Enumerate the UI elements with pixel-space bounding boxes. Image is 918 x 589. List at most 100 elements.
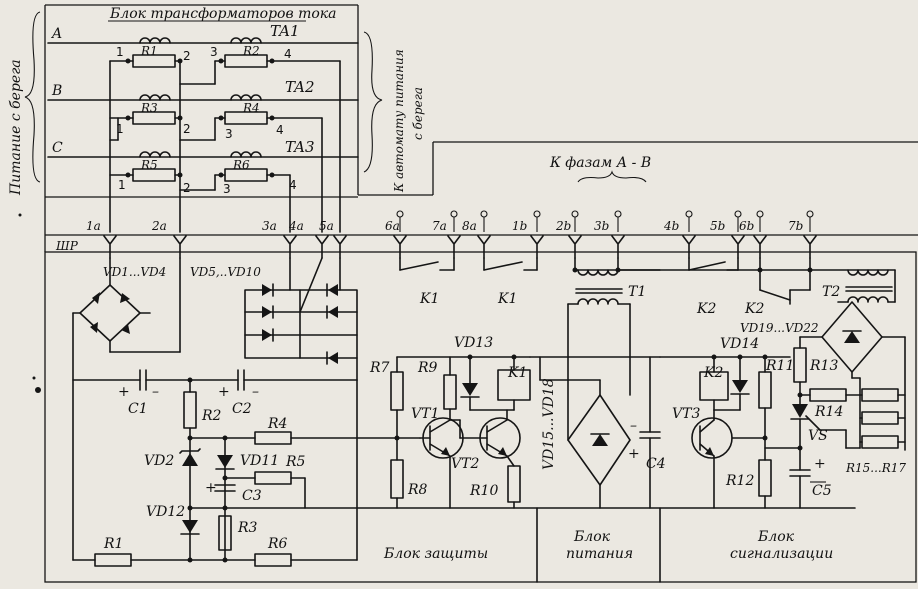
vt2-label: VT2 [451, 456, 479, 472]
svg-text:3: 3 [210, 45, 218, 59]
resistor-r10 [507, 465, 521, 503]
r13-label: R13 [809, 358, 838, 374]
k2-contact-label-1: K2 [696, 301, 716, 317]
resistor-r11 [758, 371, 772, 409]
protection-block-label: Блок защиты [383, 546, 488, 562]
svg-text:+: + [205, 480, 217, 496]
svg-text:3: 3 [223, 182, 231, 196]
svg-text:1: 1 [116, 45, 124, 59]
vd15-18-label: VD15...VD18 [541, 378, 557, 470]
phases-brace [577, 170, 647, 183]
svg-text:2: 2 [183, 181, 191, 195]
r4-sig-label: R4 [267, 416, 287, 432]
to-phases-label: К фазам А - В [549, 155, 651, 171]
ct-ta1 [109, 37, 341, 68]
bridge-vd1-vd4 [72, 257, 181, 561]
diodes-vd5-vd10 [244, 257, 358, 381]
zener-vd2 [182, 453, 198, 466]
ct-ta3 [109, 151, 291, 182]
svg-text:–: – [152, 384, 159, 400]
svg-text:1b: 1b [512, 219, 527, 233]
power-block-label-1: Блок [573, 529, 611, 545]
r2-sig-label: R2 [201, 408, 222, 424]
to-breaker-line2: с берега [411, 87, 425, 140]
r1-sig-label: R1 [103, 536, 123, 552]
phase-c-label: C [52, 140, 63, 156]
svg-text:+: + [218, 384, 230, 400]
svg-text:7a: 7a [432, 219, 447, 233]
svg-text:3a: 3a [262, 219, 277, 233]
r5-label: R5 [140, 158, 158, 172]
k2-coil-label: K2 [703, 365, 723, 381]
r2-label: R2 [242, 44, 260, 58]
upper-terminals [396, 210, 814, 232]
svg-text:+: + [118, 384, 130, 400]
resistor-r1 [94, 553, 132, 567]
svg-text:1: 1 [118, 178, 126, 192]
vd12-label: VD12 [146, 504, 185, 520]
resistors-r15-r17 [819, 377, 906, 449]
resistor-r8 [390, 459, 404, 499]
k2-contact-label-2: K2 [744, 301, 764, 317]
svg-text:1: 1 [116, 122, 124, 136]
supply-brace [24, 11, 41, 183]
r8-label: R8 [407, 482, 428, 498]
breaker-brace [363, 31, 383, 173]
transformer-t2 [617, 267, 896, 303]
connector-plugs [103, 235, 817, 259]
k1-contact-label-2: K1 [497, 291, 517, 307]
phase-b-label: B [51, 83, 62, 99]
vd1-4-label: VD1...VD4 [103, 265, 166, 279]
r7-label: R7 [369, 360, 390, 376]
resistor-r13 [793, 347, 807, 383]
ta2-label: TA2 [285, 78, 315, 96]
resistor-r3 [218, 515, 232, 551]
vd19-22-label: VD19...VD22 [740, 321, 819, 335]
svg-text:1a: 1a [86, 219, 101, 233]
vd13-label: VD13 [454, 335, 493, 351]
r3-sig-label: R3 [237, 520, 258, 536]
svg-text:2a: 2a [151, 219, 167, 233]
diode-vd14 [732, 380, 748, 393]
vd2-label: VD2 [144, 453, 174, 469]
ct-block-title: Блок трансформаторов тока [109, 6, 337, 22]
vt3-label: VT3 [672, 406, 700, 422]
svg-text:+: + [628, 446, 640, 462]
vd5-10-label: VD5,..VD10 [190, 265, 261, 279]
ct-ta2 [109, 94, 323, 125]
svg-text:4: 4 [284, 47, 292, 61]
svg-text:2: 2 [183, 49, 191, 63]
ct-wiring [109, 60, 341, 233]
svg-text:4a: 4a [288, 219, 304, 233]
signal-block-label-2: сигнализации [730, 546, 833, 562]
svg-text:4: 4 [276, 123, 284, 137]
resistor-r9 [443, 374, 457, 410]
svg-text:2: 2 [183, 122, 191, 136]
svg-text:6b: 6b [739, 219, 754, 233]
svg-text:5a: 5a [319, 219, 334, 233]
power-block-label-2: питания [566, 546, 633, 562]
svg-text:3: 3 [225, 127, 233, 141]
t1-label: T1 [628, 284, 646, 300]
svg-text:+: + [814, 456, 826, 472]
c1-label: C1 [128, 401, 148, 417]
k1-coil-label: K1 [507, 365, 527, 381]
resistor-r4 [254, 431, 292, 445]
svg-text:6a: 6a [385, 219, 400, 233]
svg-text:5b: 5b [710, 219, 725, 233]
r15-17-label: R15...R17 [845, 461, 906, 475]
r3-label: R3 [140, 101, 158, 115]
resistor-r12 [758, 459, 772, 497]
svg-text:3b: 3b [594, 219, 609, 233]
r9-label: R9 [417, 360, 438, 376]
r10-label: R10 [469, 483, 498, 499]
resistor-r6 [254, 553, 292, 567]
to-breaker-line1: К автомату питания [392, 49, 406, 193]
t2-label: T2 [822, 284, 840, 300]
vs-label: VS [808, 428, 828, 444]
r6-label: R6 [232, 158, 250, 172]
ct-block [44, 4, 918, 235]
svg-text:–: – [252, 384, 259, 400]
r5-sig-label: R5 [285, 454, 306, 470]
